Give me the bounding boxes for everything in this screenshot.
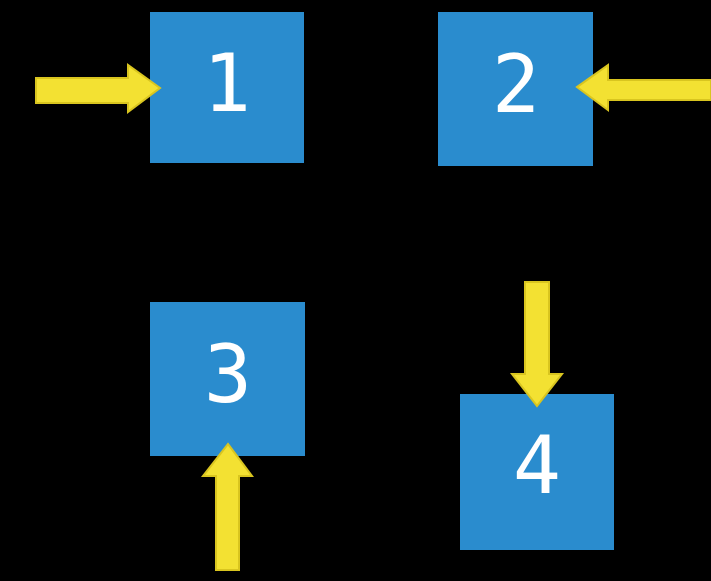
arrow-left-icon bbox=[575, 63, 711, 112]
box-4-label: 4 bbox=[513, 419, 561, 512]
box-2 bbox=[438, 12, 593, 166]
arrow-right-icon bbox=[35, 63, 162, 114]
arrow-down-icon bbox=[509, 281, 565, 408]
box-3-label: 3 bbox=[204, 328, 252, 421]
box-1 bbox=[150, 12, 304, 163]
box-4 bbox=[460, 394, 614, 550]
arrow-up-icon bbox=[200, 442, 254, 571]
box-3 bbox=[150, 302, 305, 456]
box-1-label: 1 bbox=[203, 37, 251, 130]
box-2-label: 2 bbox=[492, 38, 540, 131]
